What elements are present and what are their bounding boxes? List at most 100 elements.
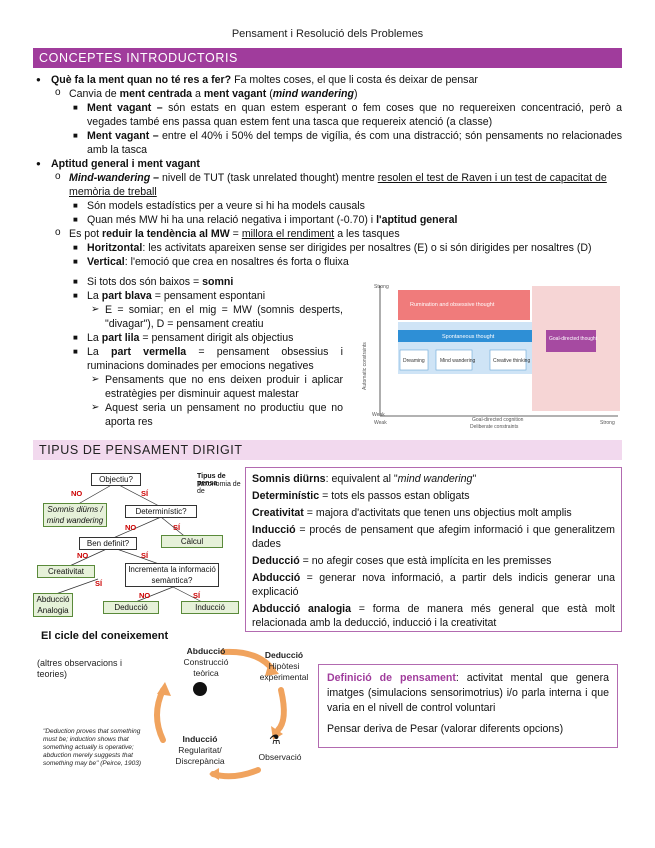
section1-left-column: Si tots dos són baixos = somni La part b… <box>33 275 343 429</box>
sub-mind-wandering: Mind-wandering – nivell de TUT (task unr… <box>33 170 622 199</box>
goal-box <box>546 330 596 352</box>
no-label-2: NO <box>125 523 137 532</box>
creative-label: Creative thinking <box>493 358 530 364</box>
blava-sub: E = somiar; en el mig = MW (somnis despe… <box>33 303 343 331</box>
dreaming-label: Dreaming <box>403 358 425 364</box>
si-label-3: SÍ <box>141 551 149 560</box>
spontaneous-bar <box>398 330 532 342</box>
text: : activitat mental que genera imatges (s… <box>327 672 609 714</box>
text: a les tasques <box>334 228 400 240</box>
bold: Determinístic <box>252 490 320 502</box>
cycle-altres: (altres observacions i teories) <box>37 658 123 679</box>
y-weak: Weak <box>372 412 385 418</box>
x-strong: Strong <box>600 420 615 426</box>
x-label-2: Goal-directed cognition <box>472 417 524 423</box>
underline: resolen el test de Raven i un test de ca… <box>69 172 607 198</box>
text: = <box>229 228 242 240</box>
mind-wandering-box <box>435 349 473 371</box>
text: Canvia de <box>69 88 120 100</box>
text: = tots els passos estan obligats <box>319 490 470 502</box>
bold: part lila <box>101 332 140 344</box>
bold: Deducció <box>252 555 300 567</box>
def-induccio: Inducció = procés de pensament que afegi… <box>252 523 615 551</box>
ment-vagant-2: Ment vagant – entre el 40% i 50% del tem… <box>33 129 622 157</box>
si-label-1: SÍ <box>141 489 149 498</box>
bold: Vertical <box>87 256 125 268</box>
cycle-title: El cicle del coneixement <box>41 630 169 642</box>
bold: somni <box>202 276 234 288</box>
rumination-label: Rumination and obsessive thought <box>410 302 495 308</box>
bold: l'aptitud general <box>376 214 458 226</box>
def-deduccio: Deducció = no afegir coses que està impl… <box>252 554 615 568</box>
bold: Inducció <box>252 524 296 536</box>
text: Hipòtesi experimental <box>259 661 309 682</box>
text: " <box>472 473 477 485</box>
baixos-item: Si tots dos són baixos = somni <box>33 275 343 289</box>
lila-item: La part lila = pensament dirigit als obj… <box>33 331 343 345</box>
tree-objectiu: Objectiu? <box>91 473 141 486</box>
vermella-item: La part vermella = pensament obsessius i… <box>33 345 343 373</box>
text: entre el 40% i 50% del temps de vigília,… <box>87 130 622 156</box>
underline: millora el rendiment <box>241 228 335 240</box>
italic-bold: Mind-wandering – <box>69 172 160 184</box>
bullet-ment-res: Què fa la ment quan no té res a fer? Fa … <box>33 73 622 87</box>
definitions-box: Somnis diürns: equivalent al "mind wande… <box>245 467 622 632</box>
spontaneous-label: Spontaneous thought <box>442 334 495 340</box>
tree-creat: Creativitat <box>37 565 95 578</box>
text: : l'emoció que crea en nosaltres és fort… <box>124 256 349 268</box>
text: = majora d'activitats que tenen uns obje… <box>303 507 572 519</box>
bold: Deducció <box>264 650 304 660</box>
def-determ: Determinístic = tots els passos estan ob… <box>252 489 615 503</box>
sub-es-pot: Es pot reduir la tendència al MW = millo… <box>33 226 622 241</box>
models-item: Són models estadístics per a veure si hi… <box>33 199 622 213</box>
definition-box: Definició de pensament: activitat mental… <box>318 664 618 748</box>
thought-types-svg: Rumination and obsessive thought Spontan… <box>362 284 620 430</box>
text: La <box>87 346 111 358</box>
bold: Creativitat <box>252 507 304 519</box>
def-abduccio: Abducció = generar nova informació, a pa… <box>252 571 615 599</box>
bold: Aptitud general i ment vagant <box>51 158 200 170</box>
x-label: Deliberate constraints <box>470 424 519 430</box>
horitzontal-item: Horitzontal: les activitats apareixen se… <box>33 241 622 255</box>
definition-p2: Pensar deriva de Pesar (valorar diferent… <box>327 723 564 735</box>
bold: Ment vagant – <box>87 102 163 114</box>
bold: ment vagant <box>203 88 267 100</box>
bold: ment centrada <box>119 88 193 100</box>
tree-side-2: Taxonomia de de <box>197 481 241 495</box>
text: = pensament espontani <box>151 290 266 302</box>
text: nivell de TUT (task unrelated thought) m… <box>159 172 378 184</box>
y-label: Automatic constraints <box>362 342 368 390</box>
arrow-obs-ind <box>210 767 261 780</box>
tree-side-1: Tipus de pensa <box>197 473 226 487</box>
rumination-box <box>398 290 530 320</box>
arrow-ind-abd <box>154 687 166 743</box>
cycle-observacio: Observació <box>258 752 302 762</box>
bold: reduir la tendència al MW <box>101 228 230 240</box>
section1-content: Què fa la ment quan no té res a fer? Fa … <box>33 73 622 269</box>
no-label-4: NO <box>139 591 151 600</box>
text: = procés de pensament que afegim informa… <box>252 524 615 550</box>
tree-determ: Determinístic? <box>125 505 197 518</box>
def-creat: Creativitat = majora d'activitats que te… <box>252 506 615 520</box>
sub-canvia: Canvia de ment centrada a ment vagant (m… <box>33 86 622 101</box>
italic: mind wandering <box>272 88 354 100</box>
creative-box <box>489 349 527 371</box>
bold: Abducció <box>252 572 301 584</box>
no-label-1: NO <box>71 489 83 498</box>
bold: Horitzontal <box>87 242 143 254</box>
section-header-conceptes: CONCEPTES INTRODUCTORIS <box>33 48 622 68</box>
text: La <box>87 290 102 302</box>
vertical-item: Vertical: l'emoció que crea en nosaltres… <box>33 255 622 269</box>
bold: Inducció <box>182 734 218 744</box>
bullet-aptitud: Aptitud general i ment vagant <box>33 157 622 171</box>
def-somnis: Somnis diürns: equivalent al "mind wande… <box>252 472 615 486</box>
text: = no afegir coses que està implícita en … <box>299 555 552 567</box>
text: Fa moltes coses, el que li costa és deix… <box>231 74 478 86</box>
vermella-sub-2: Aquest seria un pensament no productiu q… <box>33 401 343 429</box>
dreaming-box <box>399 349 429 371</box>
text: = forma de manera més general que està m… <box>252 603 615 629</box>
bold: Ment vagant – <box>87 130 159 142</box>
italic: mind wandering <box>397 473 473 485</box>
bold: part blava <box>101 290 152 302</box>
